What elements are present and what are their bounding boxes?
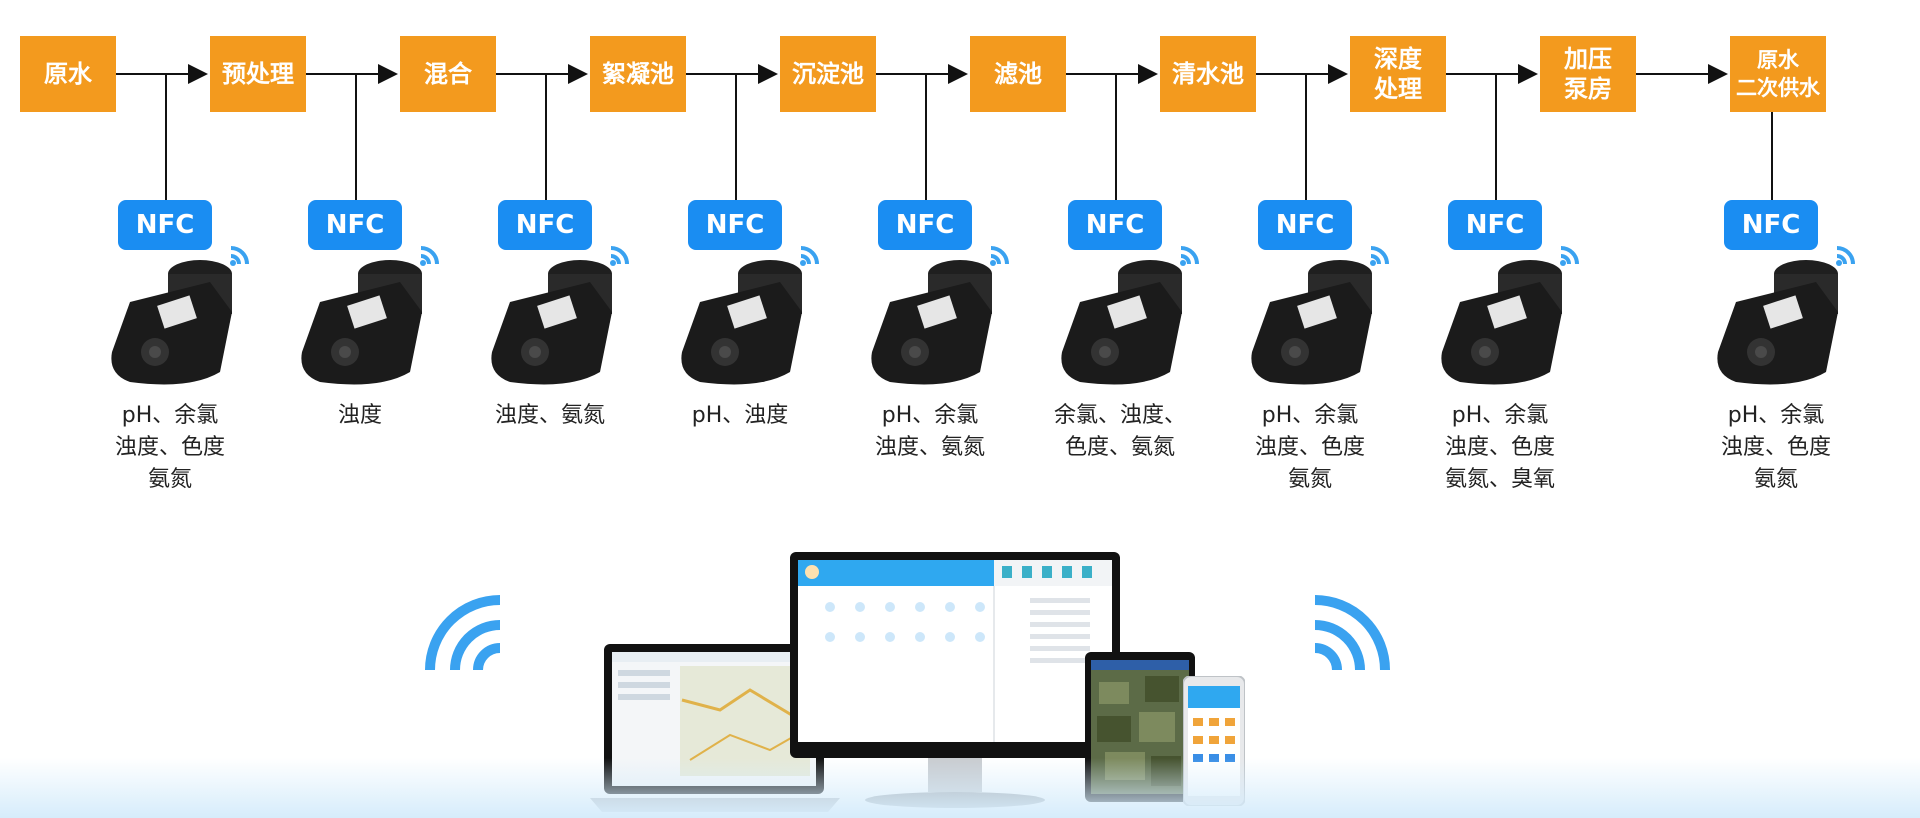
parameter-list: pH、浊度: [691, 403, 789, 428]
floor-glow: [0, 758, 1920, 818]
parameter-list: pH、余氯 浊度、色度 氨氮、臭氧: [1444, 403, 1555, 492]
handheld-meter-icon: [1441, 260, 1562, 385]
nfc-badge: NFC: [1258, 200, 1352, 250]
wifi-icon: [800, 246, 819, 266]
nfc-badge: NFC: [498, 200, 592, 250]
sampling-station: NFC: [100, 200, 270, 390]
sampling-station: NFC: [1240, 200, 1410, 390]
handheld-meter-icon: [871, 260, 992, 385]
sampling-station: NFC: [860, 200, 1030, 390]
handheld-meter-icon: [1251, 260, 1372, 385]
parameter-list: 余氯、浊度、 色度、氨氮: [1053, 403, 1186, 460]
parameter-list: pH、余氯 浊度、色度 氨氮: [1720, 403, 1831, 492]
sampling-station: NFC: [1050, 200, 1220, 390]
wifi-icon: [1560, 246, 1579, 266]
wifi-icon: [1314, 595, 1390, 671]
sampling-station: NFC: [290, 200, 460, 390]
process-step: 混合: [400, 36, 496, 112]
wifi-icon: [230, 246, 249, 266]
parameter-list: pH、余氯 浊度、氨氮: [874, 403, 985, 460]
nfc-badge: NFC: [878, 200, 972, 250]
wifi-icon: [1370, 246, 1389, 266]
nfc-badge: NFC: [118, 200, 212, 250]
process-step: 沉淀池: [780, 36, 876, 112]
sampling-station: NFC: [1706, 200, 1876, 390]
handheld-meter-icon: [681, 260, 802, 385]
nfc-badge: NFC: [1448, 200, 1542, 250]
nfc-badge: NFC: [308, 200, 402, 250]
monitor-icon: [790, 552, 1120, 808]
handheld-meter-icon: [1061, 260, 1182, 385]
handheld-meter-icon: [491, 260, 612, 385]
process-step: 加压 泵房: [1540, 36, 1636, 112]
sampling-station: NFC: [670, 200, 840, 390]
process-step: 原水 二次供水: [1730, 36, 1826, 112]
sampling-station: NFC: [480, 200, 650, 390]
process-step: 清水池: [1160, 36, 1256, 112]
process-step: 预处理: [210, 36, 306, 112]
process-step: 滤池: [970, 36, 1066, 112]
handheld-meter-icon: [1717, 260, 1838, 385]
parameter-list: pH、余氯 浊度、色度 氨氮: [1254, 403, 1365, 492]
parameter-list: 浊度: [337, 403, 382, 428]
wifi-icon: [425, 595, 501, 671]
nfc-badge: NFC: [1724, 200, 1818, 250]
parameter-list: pH、余氯 浊度、色度 氨氮: [114, 403, 225, 492]
nfc-badge: NFC: [688, 200, 782, 250]
parameter-list: 浊度、氨氮: [494, 403, 605, 428]
nfc-badge: NFC: [1068, 200, 1162, 250]
process-step: 原水: [20, 36, 116, 112]
wifi-icon: [990, 246, 1009, 266]
wifi-icon: [420, 246, 439, 266]
wifi-icon: [610, 246, 629, 266]
wifi-icon: [1180, 246, 1199, 266]
handheld-meter-icon: [301, 260, 422, 385]
process-step: 深度 处理: [1350, 36, 1446, 112]
sampling-station: NFC: [1430, 200, 1600, 390]
handheld-meter-icon: [111, 260, 232, 385]
process-step: 絮凝池: [590, 36, 686, 112]
wifi-icon: [1836, 246, 1855, 266]
